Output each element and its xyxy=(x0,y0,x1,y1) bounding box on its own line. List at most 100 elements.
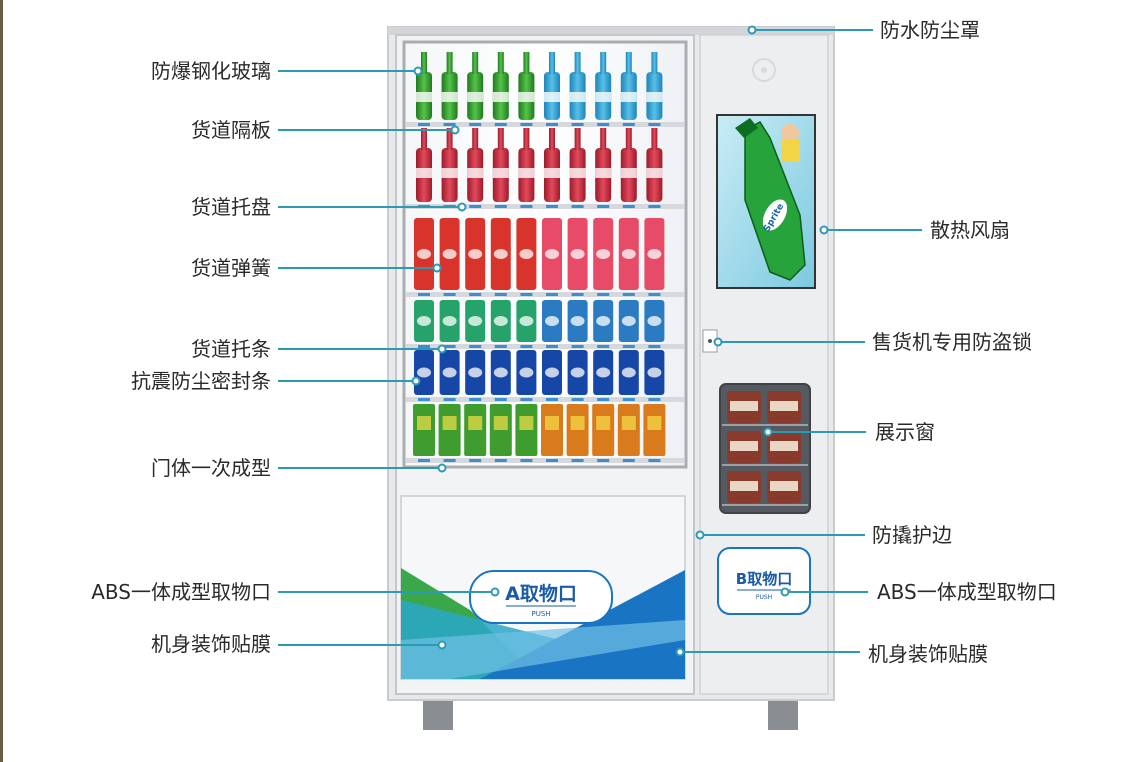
can-logo xyxy=(417,367,431,378)
bottle-label xyxy=(569,168,586,178)
bottle-neck xyxy=(651,52,658,74)
bottle-label xyxy=(518,168,535,178)
label-lane-tray: 货道托盘 xyxy=(191,195,271,219)
price-tag xyxy=(520,459,533,462)
bottle-neck xyxy=(574,52,581,74)
snack-bag-label xyxy=(570,416,585,430)
price-tag xyxy=(469,459,482,462)
price-tag xyxy=(520,345,533,348)
can-logo xyxy=(468,367,483,378)
label-body-decal-left: 机身装饰贴膜 xyxy=(151,632,271,656)
can-logo xyxy=(545,249,559,259)
shelf-tray xyxy=(406,458,684,463)
price-tag xyxy=(648,398,661,401)
price-tag xyxy=(418,345,430,348)
machine-leg-left xyxy=(423,700,453,730)
bottle-label xyxy=(416,92,432,102)
price-tag xyxy=(546,398,558,401)
price-tag xyxy=(469,345,482,348)
can-logo xyxy=(417,249,431,259)
bottle-neck xyxy=(549,52,555,74)
shelf-tray xyxy=(406,292,684,297)
price-tag xyxy=(546,345,558,348)
pickup-port-b[interactable]: B取物口 PUSH xyxy=(717,547,811,615)
bottle-neck xyxy=(600,128,607,150)
can-logo xyxy=(493,367,508,378)
price-tag xyxy=(597,123,610,126)
can-logo xyxy=(596,249,611,259)
label-abs-pickup-port-a: ABS一体成型取物口 xyxy=(91,580,271,604)
price-tag xyxy=(443,123,456,126)
label-explosion-proof-glass: 防爆钢化玻璃 xyxy=(151,59,271,83)
price-tag xyxy=(469,205,482,208)
shelves-group xyxy=(406,52,684,463)
bottle-label xyxy=(544,92,560,102)
price-tag xyxy=(443,293,456,296)
can-logo xyxy=(519,367,534,378)
leader-lane-divider-dot xyxy=(450,125,460,135)
price-tag xyxy=(571,345,584,348)
snack-bag-label xyxy=(596,416,611,430)
pickup-a-sub: PUSH xyxy=(531,610,550,618)
can-logo xyxy=(621,367,636,378)
pickup-port-a[interactable]: A取物口 PUSH xyxy=(469,570,613,624)
leader-lane-tray-dot xyxy=(457,202,467,212)
bottle-neck xyxy=(421,52,427,74)
leader-anti-theft-lock-dot xyxy=(713,337,723,347)
price-tag xyxy=(571,459,584,462)
leader-display-window-dot xyxy=(763,427,773,437)
price-tag xyxy=(622,345,635,348)
bottle-label xyxy=(646,92,663,102)
price-tag xyxy=(571,205,584,208)
bottle-neck xyxy=(497,52,504,74)
bottle-neck xyxy=(472,52,479,74)
leader-one-piece-door-dot xyxy=(437,463,447,473)
price-tag xyxy=(520,293,533,296)
can-logo xyxy=(519,249,534,259)
bottle-neck xyxy=(600,52,607,74)
label-lane-spring: 货道弹簧 xyxy=(191,256,271,280)
shelf-tray xyxy=(406,344,684,349)
leader-abs-pickup-port-b-dot xyxy=(780,587,790,597)
label-one-piece-door: 门体一次成型 xyxy=(151,456,271,480)
price-tag xyxy=(443,345,456,348)
price-tag xyxy=(546,123,558,126)
bottle-neck xyxy=(446,128,453,150)
snack-bag-label xyxy=(417,416,431,430)
display-cups xyxy=(722,391,808,506)
fan-icon xyxy=(752,58,776,82)
price-tag xyxy=(443,398,456,401)
snack-bag-label xyxy=(519,416,534,430)
price-tag xyxy=(418,293,430,296)
label-body-decal-right: 机身装饰贴膜 xyxy=(868,642,988,666)
can-logo xyxy=(647,367,662,378)
bottle-label xyxy=(595,168,612,178)
label-anti-pry-edge: 防撬护边 xyxy=(872,523,952,547)
price-tag xyxy=(469,398,482,401)
can-logo xyxy=(596,316,611,326)
noodle-cup-label xyxy=(730,481,758,491)
shelf-tray xyxy=(406,122,684,127)
price-tag xyxy=(597,293,610,296)
shelf-tray xyxy=(406,397,684,402)
leader-lane-bracket-dot xyxy=(437,344,447,354)
price-tag xyxy=(622,205,635,208)
leader-body-decal-right-dot xyxy=(675,647,685,657)
price-tag xyxy=(597,205,610,208)
can-logo xyxy=(442,367,457,378)
price-tag xyxy=(418,123,430,126)
image-left-edge xyxy=(0,0,3,762)
price-tag xyxy=(546,293,558,296)
pickup-b-sub: PUSH xyxy=(756,594,772,601)
price-tag xyxy=(520,123,533,126)
price-tag xyxy=(648,205,661,208)
bottle-neck xyxy=(625,128,632,150)
pickup-b-label: B取物口 xyxy=(736,570,792,588)
can-logo xyxy=(468,316,483,326)
price-tag xyxy=(494,123,507,126)
price-tag xyxy=(546,205,558,208)
bottle-label xyxy=(441,168,458,178)
price-tag xyxy=(571,398,584,401)
leader-body-decal-left-dot xyxy=(437,640,447,650)
